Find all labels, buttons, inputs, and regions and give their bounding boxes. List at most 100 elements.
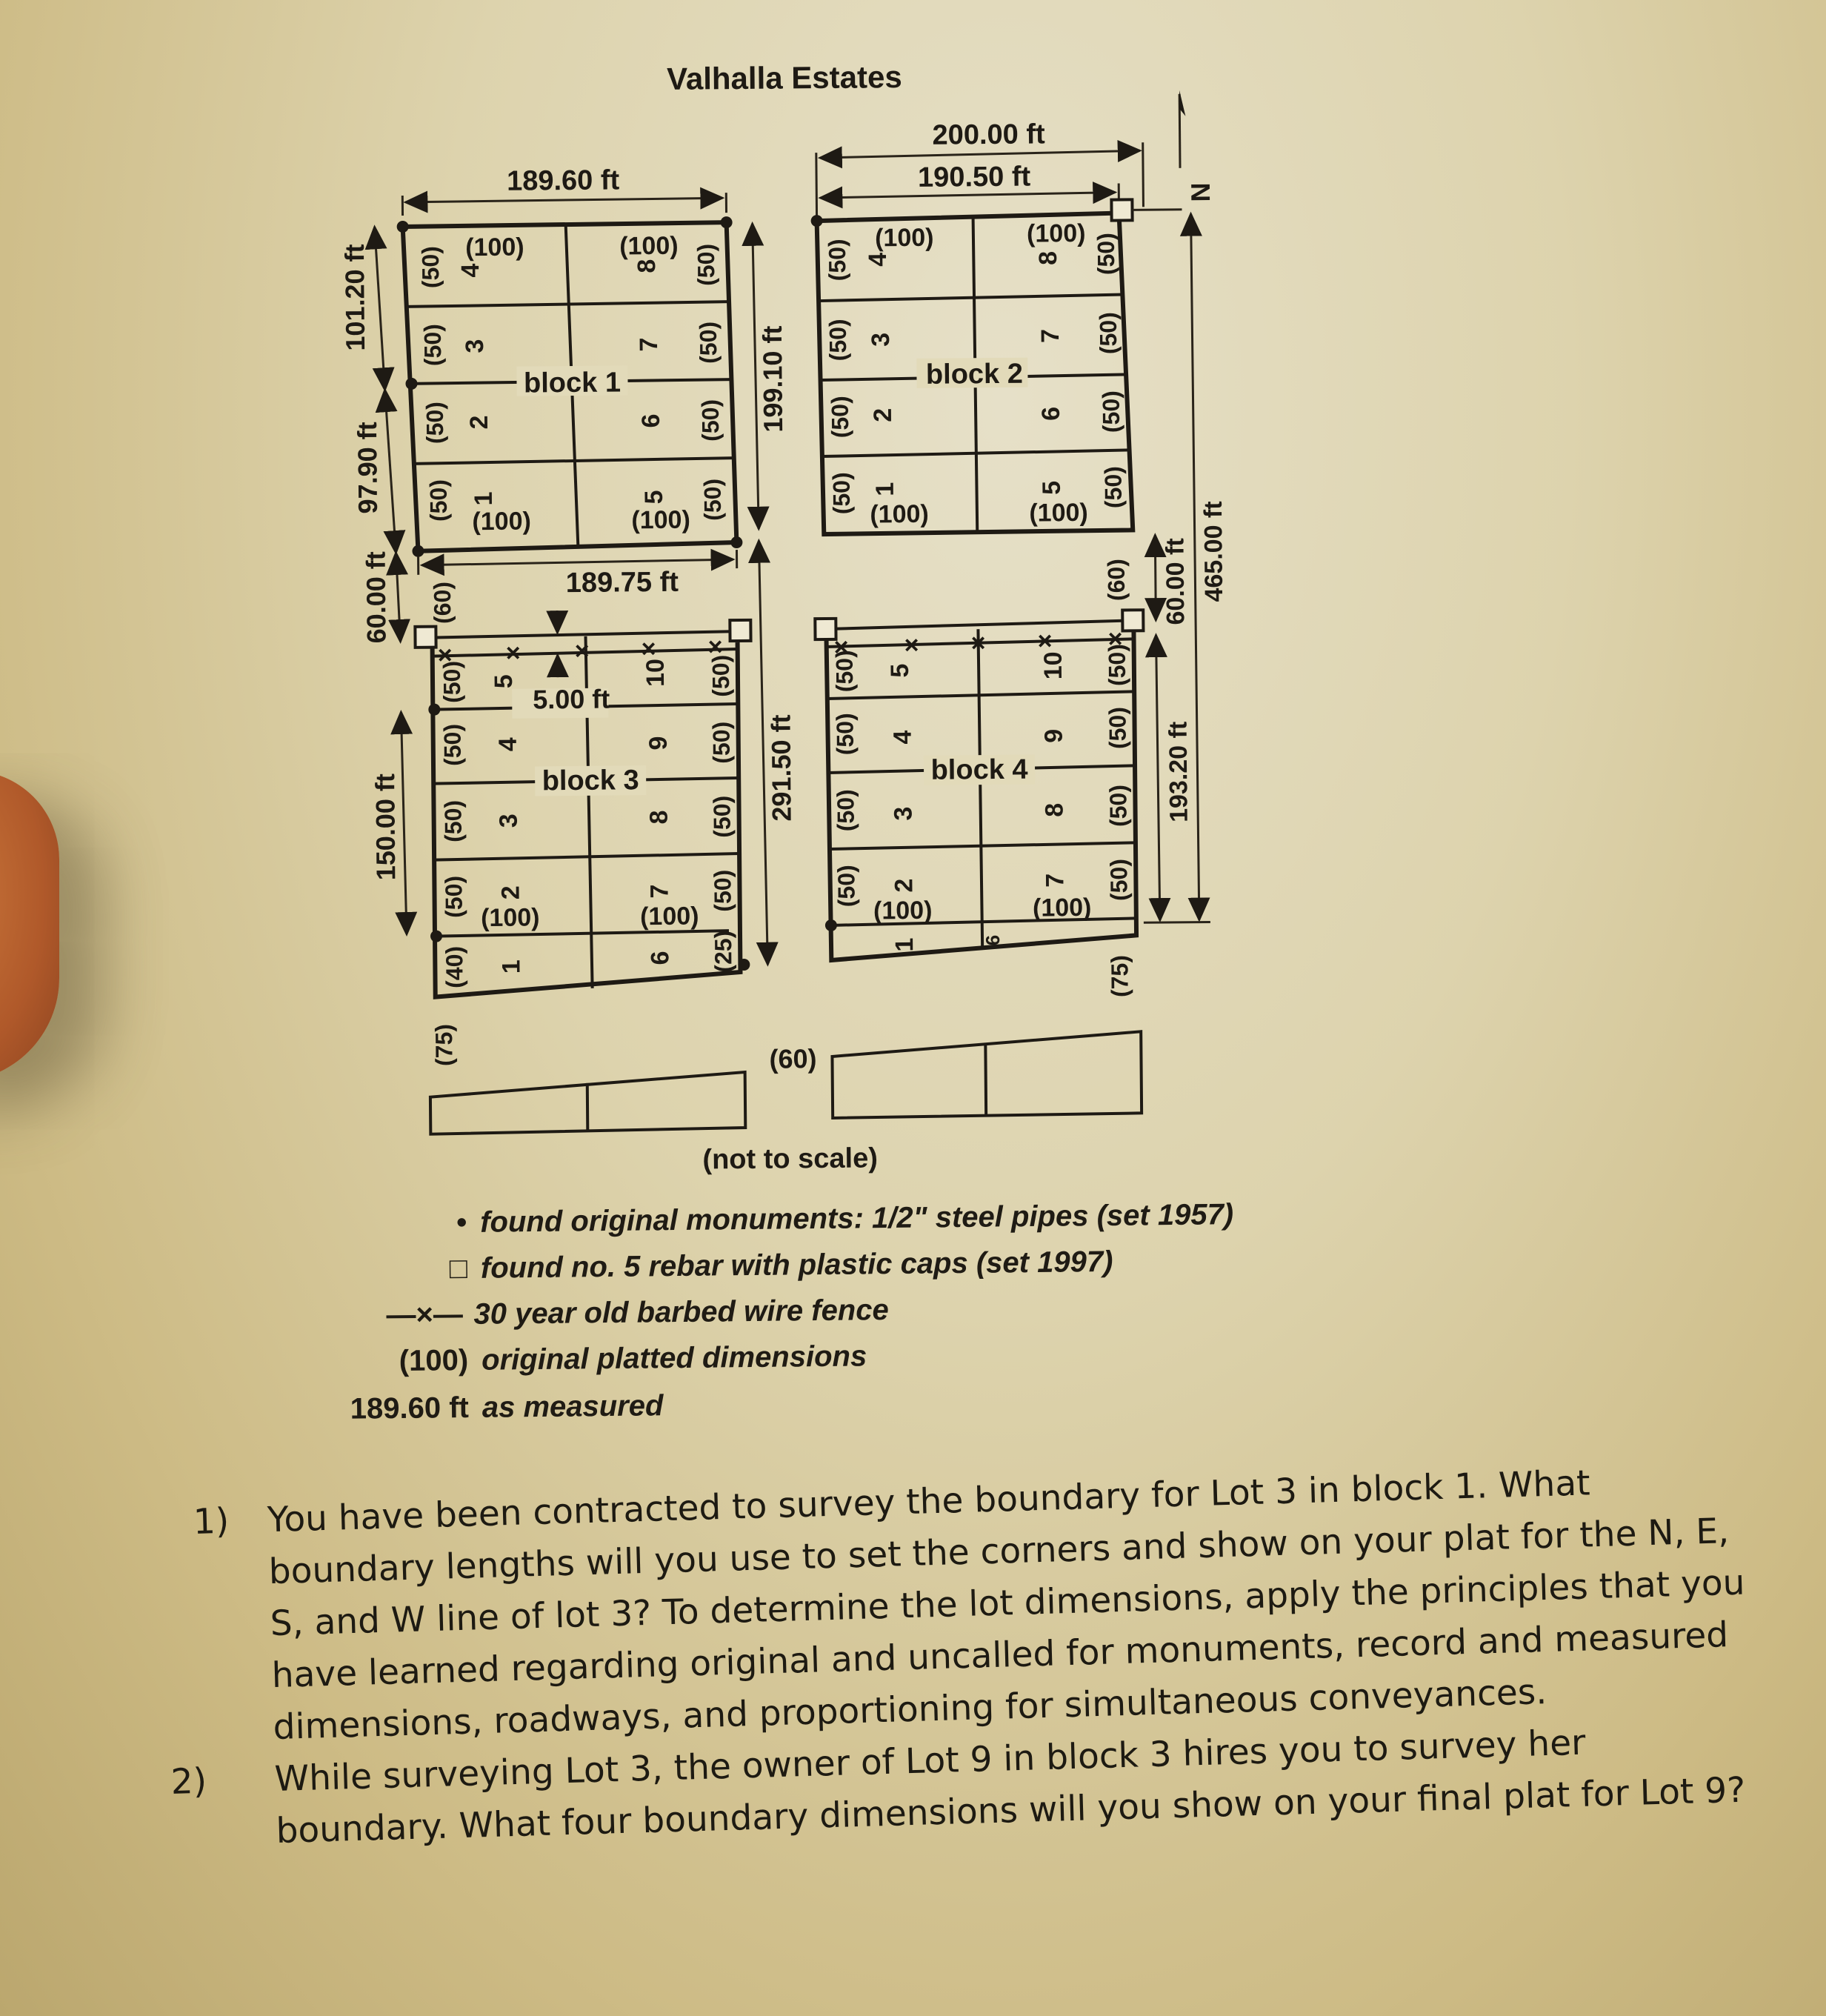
lot-label: 9 (644, 736, 673, 750)
svg-text:(50): (50) (1105, 859, 1132, 901)
svg-text:(100): (100) (619, 232, 679, 261)
north-arrow-icon: N (1178, 90, 1216, 202)
svg-text:(50): (50) (831, 650, 858, 692)
lot-label: 4 (864, 253, 892, 267)
svg-text:189.75 ft: 189.75 ft (566, 567, 679, 599)
not-to-scale-note: (not to scale) (702, 1142, 878, 1175)
lot-label: 4 (889, 730, 917, 744)
question-1: 1) You have been contracted to survey th… (193, 1463, 1746, 1749)
lot-label: 3 (890, 806, 918, 820)
svg-text:(100): (100) (1027, 219, 1086, 248)
svg-text:(50): (50) (439, 800, 466, 842)
fence-offset-label: 5.00 ft (533, 684, 610, 715)
lot-label: 1 (871, 482, 899, 496)
svg-text:101.20 ft: 101.20 ft (339, 244, 370, 350)
svg-text:(50): (50) (824, 319, 851, 361)
svg-text:(50): (50) (1100, 466, 1127, 508)
lot-label: 10 (1039, 651, 1067, 679)
lot-label: 2 (869, 408, 897, 422)
block-2: block 2 (100) (100) (100) (100) (50) (50… (810, 198, 1182, 537)
svg-text:193.20 ft: 193.20 ft (1164, 722, 1193, 822)
svg-text:(60): (60) (429, 582, 456, 624)
svg-text:×: × (642, 635, 656, 663)
svg-text:(100): (100) (870, 500, 929, 529)
svg-text:(25): (25) (710, 931, 736, 973)
svg-text:(50): (50) (439, 661, 465, 703)
block-3: ×× ×× × 5.00 ft block 3 (100) (100) (50)… (413, 611, 753, 999)
svg-text:(100): (100) (640, 902, 699, 931)
svg-text:(50): (50) (417, 246, 444, 288)
svg-text:291.50 ft: 291.50 ft (765, 714, 796, 821)
plat-title: Valhalla Estates (667, 59, 902, 96)
lot-label: 3 (867, 333, 895, 347)
lot-label: 7 (645, 884, 673, 898)
lot-label: 1 (890, 937, 919, 951)
lot-label: 2 (890, 878, 918, 892)
svg-text:×: × (1107, 625, 1122, 653)
svg-text:190.50 ft: 190.50 ft (918, 162, 1031, 193)
lot-label: 1 (497, 959, 525, 974)
svg-text:(50): (50) (693, 244, 719, 286)
lot-label: 8 (1040, 803, 1068, 817)
lot-label: 7 (635, 337, 663, 351)
svg-text:block 4: block 4 (930, 754, 1027, 786)
svg-text:(100): (100) (481, 903, 540, 932)
svg-text:60.00 ft: 60.00 ft (360, 551, 391, 643)
north-label: N (1185, 182, 1216, 202)
square-icon: □ (449, 1252, 468, 1285)
lot-label: 8 (633, 259, 661, 273)
svg-text:(50): (50) (709, 870, 736, 912)
svg-text:block 3: block 3 (542, 765, 639, 796)
svg-text:(50): (50) (695, 322, 722, 364)
svg-text:×: × (834, 633, 849, 662)
svg-text:465.00 ft: 465.00 ft (1199, 501, 1228, 602)
lot-label: 4 (494, 737, 522, 751)
svg-text:(50): (50) (697, 399, 724, 442)
svg-text:(100): (100) (1033, 894, 1092, 922)
svg-text:(50): (50) (708, 722, 735, 764)
lot-label: 5 (490, 674, 518, 688)
svg-text:(50): (50) (425, 479, 452, 522)
svg-text:block 1: block 1 (524, 367, 621, 399)
dim-top-left: 189.60 ft (401, 164, 728, 216)
south-parcels: (75) (60) (not to scale) (428, 1024, 1144, 1175)
lot-label: 3 (495, 814, 523, 828)
lot-label: 3 (461, 339, 489, 353)
lot-label: 8 (1034, 251, 1062, 265)
lot-label: 8 (645, 810, 673, 824)
lot-label: 5 (640, 490, 668, 504)
svg-text:(60): (60) (769, 1043, 816, 1074)
svg-text:×: × (708, 633, 723, 661)
svg-text:(50): (50) (439, 724, 466, 766)
svg-text:(100): (100) (873, 896, 933, 925)
svg-text:(50): (50) (699, 479, 726, 521)
lot-label: 6 (646, 951, 674, 965)
svg-text:(60): (60) (1103, 559, 1130, 601)
svg-text:(50): (50) (1104, 707, 1130, 749)
dim-middle-chain: 199.10 ft 291.50 ft (742, 221, 797, 967)
legend-item-measured: 189.60 ft as measured (350, 1389, 664, 1425)
block-4: ×× ×× × block 4 (100) (100) (50) (50) (5… (813, 559, 1145, 997)
svg-text:200.00 ft: 200.00 ft (932, 119, 1045, 150)
lot-label: 4 (456, 263, 484, 277)
filled-circle-icon: • (456, 1206, 467, 1240)
svg-text:(50): (50) (440, 876, 467, 918)
svg-text:(50): (50) (1093, 233, 1119, 275)
lot-label: 6 (982, 935, 1004, 946)
block-1: block 1 (100) (100) (100) (100) (50) (50… (396, 216, 743, 557)
svg-text:(50): (50) (419, 324, 446, 366)
lot-label: 1 (470, 491, 498, 505)
svg-text:(50): (50) (827, 396, 853, 438)
legend-item-platted: (100) original platted dimensions (399, 1340, 867, 1377)
svg-text:(50): (50) (1104, 785, 1131, 827)
svg-text:(50): (50) (1104, 644, 1130, 686)
svg-text:block 2: block 2 (926, 359, 1023, 390)
questions: 1) You have been contracted to survey th… (170, 1453, 1758, 1859)
svg-text:(50): (50) (421, 402, 448, 444)
svg-text:97.90 ft: 97.90 ft (352, 422, 383, 513)
barbed-wire-fence: ×× ×× × (834, 625, 1123, 662)
svg-text:(50): (50) (708, 796, 735, 838)
svg-text:(100): (100) (465, 233, 524, 262)
svg-text:(50): (50) (824, 239, 850, 281)
svg-text:(50): (50) (828, 472, 855, 514)
